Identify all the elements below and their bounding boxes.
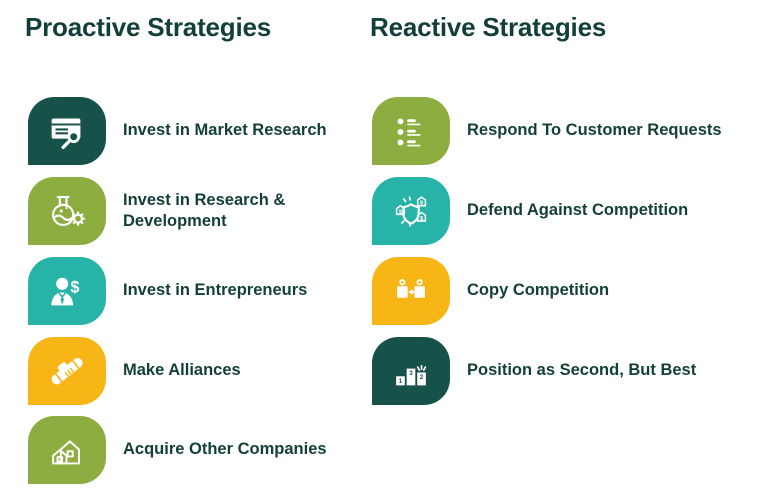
strategy-item: $ Invest in Entrepreneurs	[28, 257, 351, 325]
strategy-label: Make Alliances	[123, 361, 241, 380]
svg-text:$: $	[70, 278, 79, 296]
strategy-item: $ $ $ Defend Against Competition	[372, 177, 767, 245]
strategy-item: Make Alliances	[28, 337, 351, 405]
strategy-item: 1 3 2 Position as Second, But Best	[372, 337, 767, 405]
svg-text:$: $	[399, 209, 403, 215]
strategy-item: Invest in Market Research	[28, 97, 351, 165]
podium-icon: 1 3 2	[396, 364, 427, 386]
copy-boxes-icon	[397, 279, 425, 298]
houses-tile	[28, 416, 106, 484]
svg-text:$: $	[420, 201, 424, 207]
strategy-label: Respond To Customer Requests	[467, 121, 722, 140]
strategy-label: Defend Against Competition	[467, 201, 689, 220]
svg-text:1: 1	[399, 378, 403, 385]
handshake-tile	[28, 337, 106, 405]
strategy-item: Invest in Research & Development	[28, 177, 351, 245]
businessman-dollar-tile: $	[28, 257, 106, 325]
proactive-title: Proactive Strategies	[25, 12, 272, 42]
strategy-item: Respond To Customer Requests	[372, 97, 767, 165]
shield-money-icon: $ $ $	[395, 196, 427, 227]
flask-gear-icon	[52, 196, 86, 226]
shield-money-tile: $ $ $	[372, 177, 450, 245]
strategy-label: Position as Second, But Best	[467, 361, 697, 380]
strategy-label: Invest in Market Research	[123, 121, 327, 140]
bullet-list-tile	[372, 97, 450, 165]
copy-boxes-tile	[372, 257, 450, 325]
reactive-title: Reactive Strategies	[370, 12, 607, 42]
strategy-label: Invest in Research & Development	[123, 190, 286, 230]
flask-gear-tile	[28, 177, 106, 245]
strategy-item: Copy Competition	[372, 257, 767, 325]
strategy-label: Copy Competition	[467, 281, 610, 300]
svg-text:2: 2	[420, 374, 424, 381]
strategy-item: Acquire Other Companies	[28, 416, 351, 484]
strategy-label: Invest in Entrepreneurs	[123, 281, 308, 300]
strategy-label: Acquire Other Companies	[123, 440, 327, 459]
handshake-icon	[51, 358, 83, 385]
podium-tile: 1 3 2	[372, 337, 450, 405]
houses-icon	[52, 440, 80, 465]
svg-text:$: $	[420, 216, 424, 222]
market-research-icon	[51, 118, 81, 150]
bullet-list-icon	[397, 118, 421, 147]
svg-text:3: 3	[409, 370, 413, 377]
businessman-dollar-icon: $	[51, 277, 79, 306]
market-research-tile	[28, 97, 106, 165]
